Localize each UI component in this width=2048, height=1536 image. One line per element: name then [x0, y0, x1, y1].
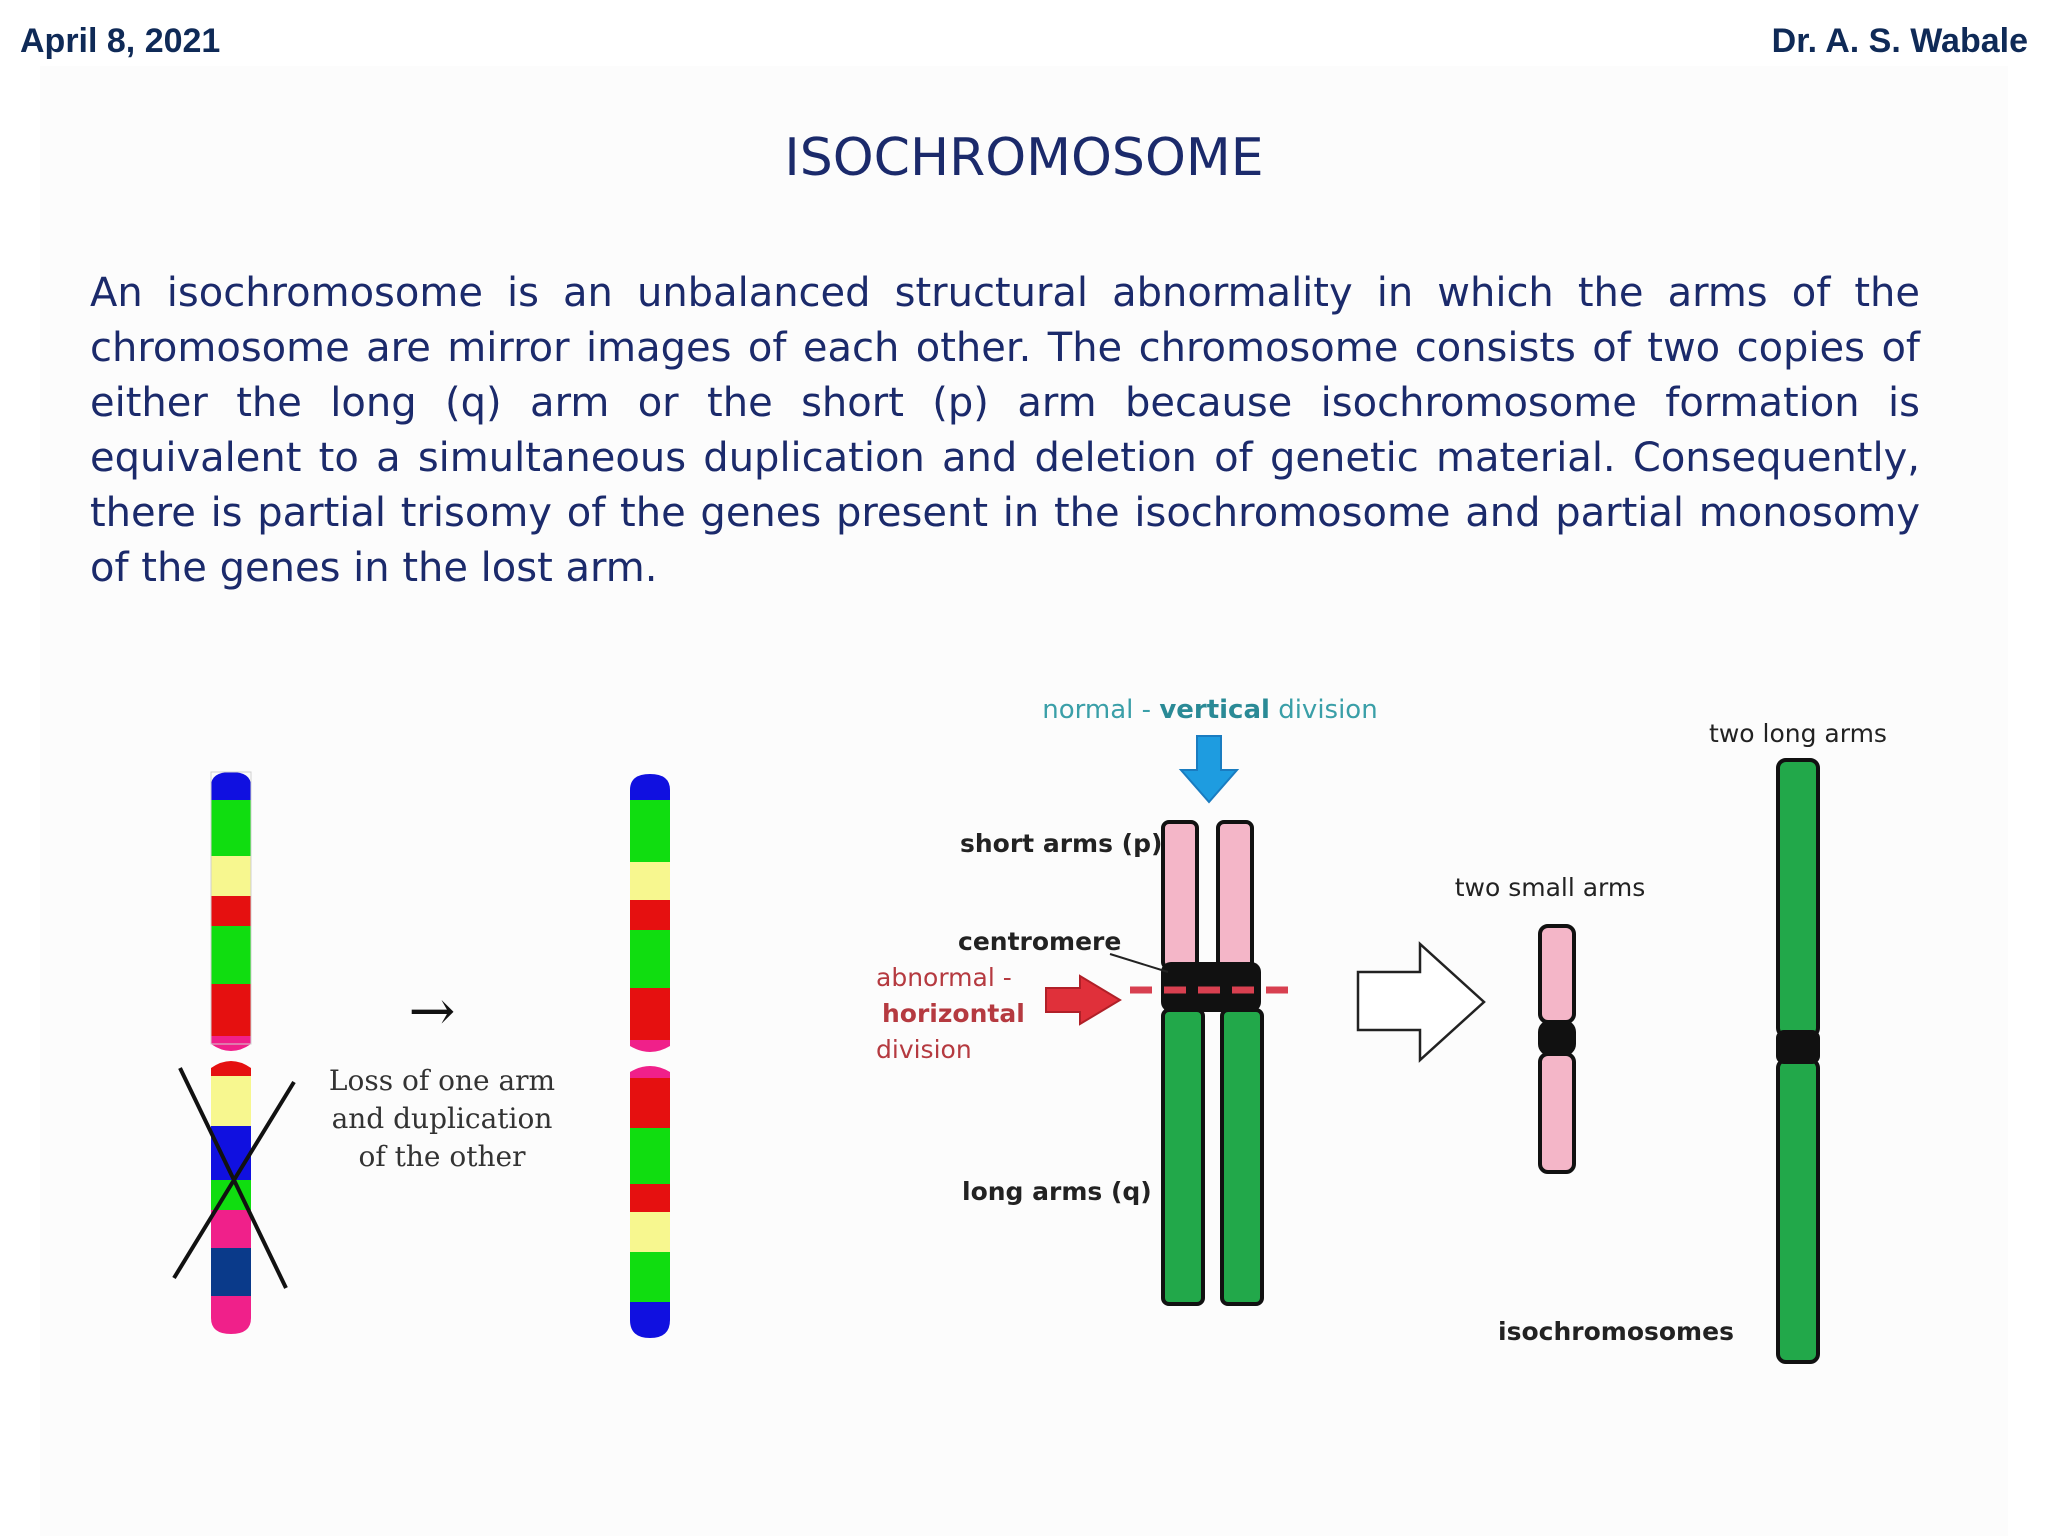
- slide-paragraph: An isochromosome is an unbalanced struct…: [90, 270, 1920, 591]
- original-chromosome: [172, 771, 296, 1334]
- centromere-label: centromere: [958, 927, 1121, 956]
- header-date: April 8, 2021: [20, 22, 221, 60]
- blue-down-arrow: [1178, 735, 1240, 804]
- resulting-isochromosome: [630, 774, 670, 1338]
- long-arm-isochromosome: [1776, 758, 1820, 1364]
- red-right-arrow: [1045, 974, 1122, 1026]
- normal-vertical-division-label: normal - vertical division: [1042, 695, 1377, 725]
- short-arms-label: short arms (p): [960, 829, 1162, 858]
- abnormal-label-line-3: division: [876, 1035, 972, 1064]
- left-arrow-glyph: →: [409, 979, 456, 1044]
- left-caption-line-3: of the other: [359, 1140, 527, 1173]
- header-author: Dr. A. S. Wabale: [1771, 22, 2028, 60]
- result-arrow: [1356, 941, 1486, 1063]
- two-small-arms-label: two small arms: [1455, 873, 1646, 902]
- right-figure: normal - vertical division short arms (p…: [876, 695, 1887, 1364]
- slide-title: ISOCHROMOSOME: [784, 128, 1264, 188]
- abnormal-label-line-1: abnormal -: [876, 963, 1012, 992]
- left-caption-line-2: and duplication: [332, 1102, 553, 1135]
- slide-background: [40, 66, 2008, 1536]
- abnormal-label-line-2: horizontal: [882, 999, 1025, 1028]
- centromere-pointer: [1109, 953, 1169, 973]
- isochromosomes-label: isochromosomes: [1498, 1317, 1734, 1346]
- long-arms-label: long arms (q): [962, 1177, 1152, 1206]
- left-figure: → Loss of one arm and duplication of the…: [172, 771, 670, 1338]
- left-caption-line-1: Loss of one arm: [329, 1064, 555, 1097]
- two-long-arms-label: two long arms: [1709, 719, 1887, 748]
- small-arm-isochromosome: [1538, 924, 1576, 1174]
- normal-chromosome-pair: [1130, 820, 1288, 1306]
- left-caption: Loss of one arm and duplication of the o…: [329, 1064, 555, 1173]
